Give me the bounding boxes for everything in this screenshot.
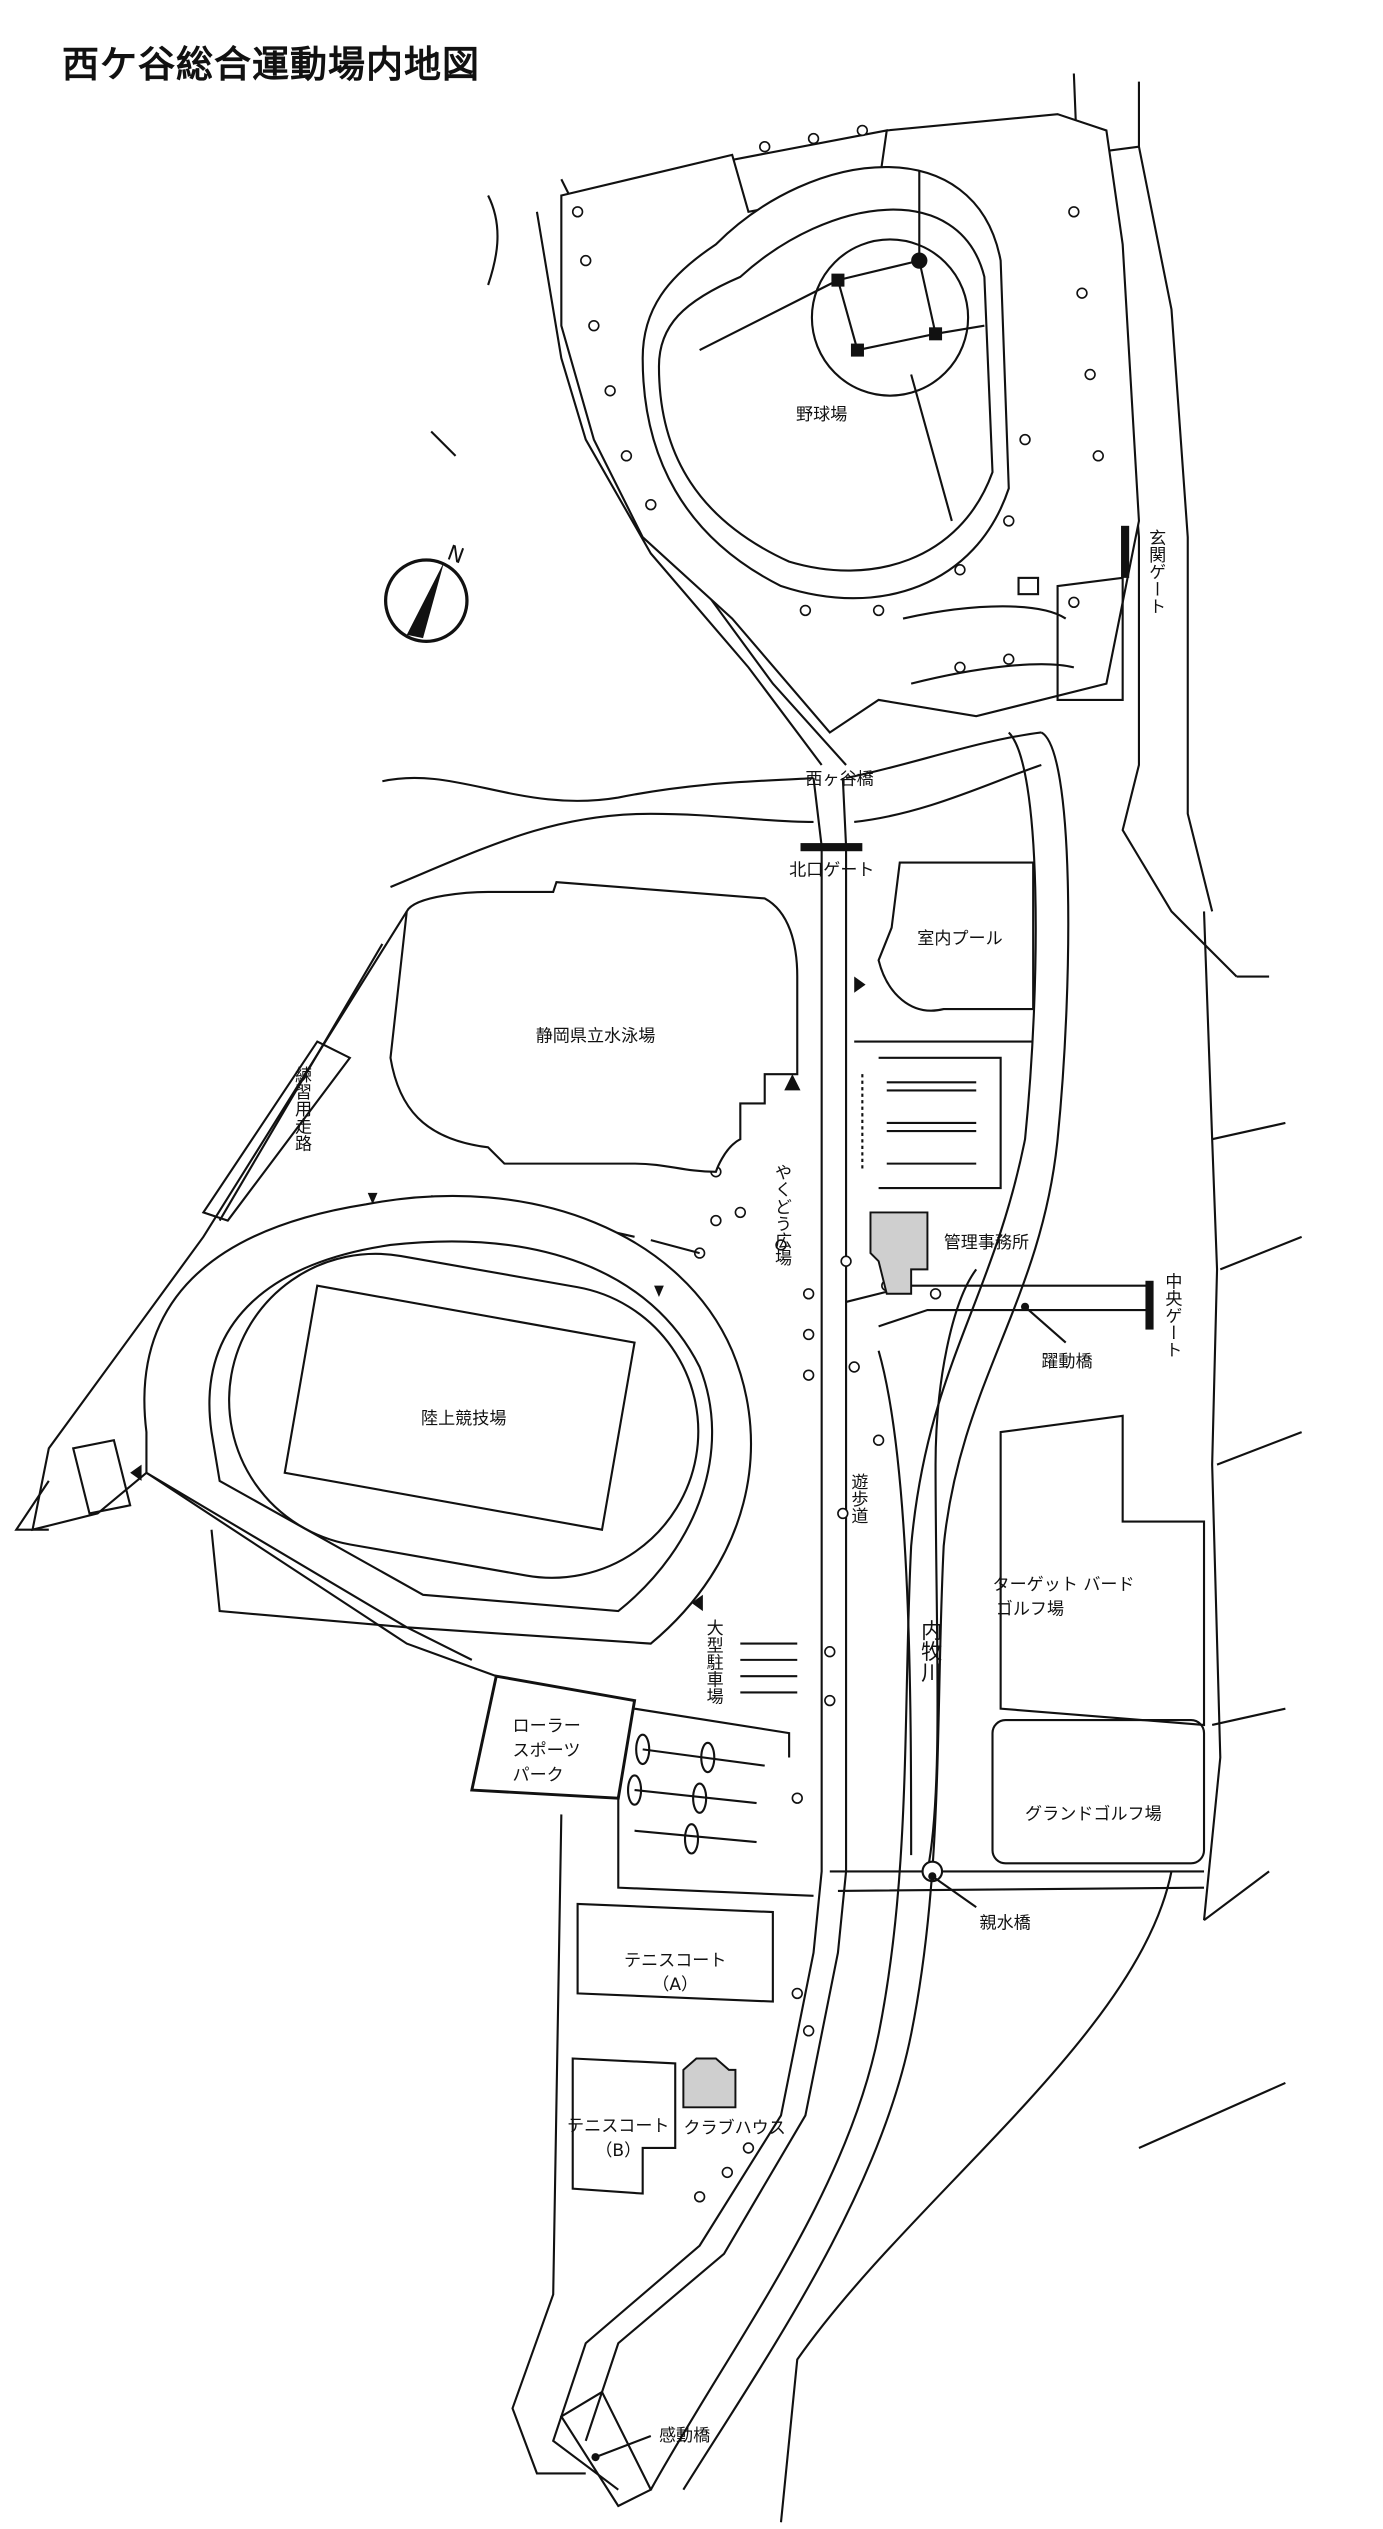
- river-name: 内牧川: [918, 1619, 943, 1683]
- swimming-facility: 静岡県立水泳場: [389, 881, 801, 1173]
- office-building: [869, 1211, 929, 1295]
- north-gate-label: 北口ゲート: [789, 861, 874, 881]
- clubhouse-building: [682, 2057, 737, 2109]
- athletics-stadium: 陸上競技場: [130, 1192, 753, 1645]
- swimming-label: 静岡県立水泳場: [536, 1027, 656, 1047]
- shinsui-bridge-label: 親水橋: [979, 1913, 1030, 1933]
- parking-lot-north: [854, 1040, 1034, 1190]
- central-gate-bar: [1145, 1280, 1154, 1330]
- main-gate-label: 玄関ゲート: [1145, 529, 1165, 614]
- target-bird-golf: ターゲット バード ゴルフ場: [993, 1414, 1206, 1727]
- roller-sports-park: ローラー スポーツ パーク: [470, 1674, 637, 1800]
- indoor-pool-label: 室内プール: [917, 929, 1002, 949]
- roller-label-3: パーク: [513, 1765, 564, 1785]
- tennis-court-b: テニスコート （B）: [567, 2057, 677, 2195]
- grand-golf-label: グランドゴルフ場: [1025, 1803, 1162, 1824]
- practice-road-label: 練習用走路: [291, 1066, 312, 1151]
- yakudo-bridge-label: 躍動橋: [1041, 1352, 1092, 1372]
- target-golf-label-1: ターゲット バード: [993, 1575, 1135, 1595]
- grand-golf: グランドゴルフ場: [991, 1719, 1206, 1865]
- map-title: 西ケ谷総合運動場内地図: [62, 43, 480, 86]
- compass-north-label: N: [444, 540, 467, 569]
- target-golf-label-2: ゴルフ場: [996, 1598, 1064, 1619]
- athletics-label: 陸上競技場: [421, 1409, 506, 1429]
- trees: [571, 124, 1104, 2203]
- tennis-b-label-2: （B）: [595, 2141, 641, 2161]
- tennis-b-label-1: テニスコート: [567, 2117, 669, 2137]
- tennis-court-a: テニスコート （A）: [576, 1902, 774, 2003]
- clubhouse-label: クラブハウス: [683, 2117, 785, 2138]
- nishigaya-bridge-label: 西ヶ谷橋: [805, 770, 873, 790]
- river-label: 内牧川: [918, 1619, 943, 1683]
- roller-label-1: ローラー: [513, 1716, 581, 1736]
- large-parking-label: 大型駐車場: [703, 1619, 724, 1705]
- roads: [14, 73, 1303, 2523]
- office-label: 管理事務所: [944, 1233, 1029, 1253]
- promenade-label: 遊歩道: [847, 1473, 868, 1524]
- tennis-a-label-1: テニスコート: [624, 1951, 726, 1971]
- kando-bridge-label: 感動橋: [659, 2426, 710, 2446]
- indoor-pool: 室内プール: [854, 861, 1035, 1012]
- parking-lot-south: [617, 1707, 814, 1897]
- baseball-label: 野球場: [796, 405, 847, 425]
- baseball-stadium: 野球場: [560, 113, 1141, 734]
- tennis-a-label-2: （A）: [652, 1975, 698, 1995]
- north-gate-bar: [800, 843, 863, 852]
- main-gate-bar: [1121, 525, 1130, 578]
- roller-label-2: スポーツ: [513, 1741, 581, 1761]
- compass-north-arrow: N: [383, 540, 469, 643]
- central-gate-label: 中央ゲート: [1161, 1273, 1182, 1358]
- plaza-label: やくどう広場: [771, 1164, 792, 1267]
